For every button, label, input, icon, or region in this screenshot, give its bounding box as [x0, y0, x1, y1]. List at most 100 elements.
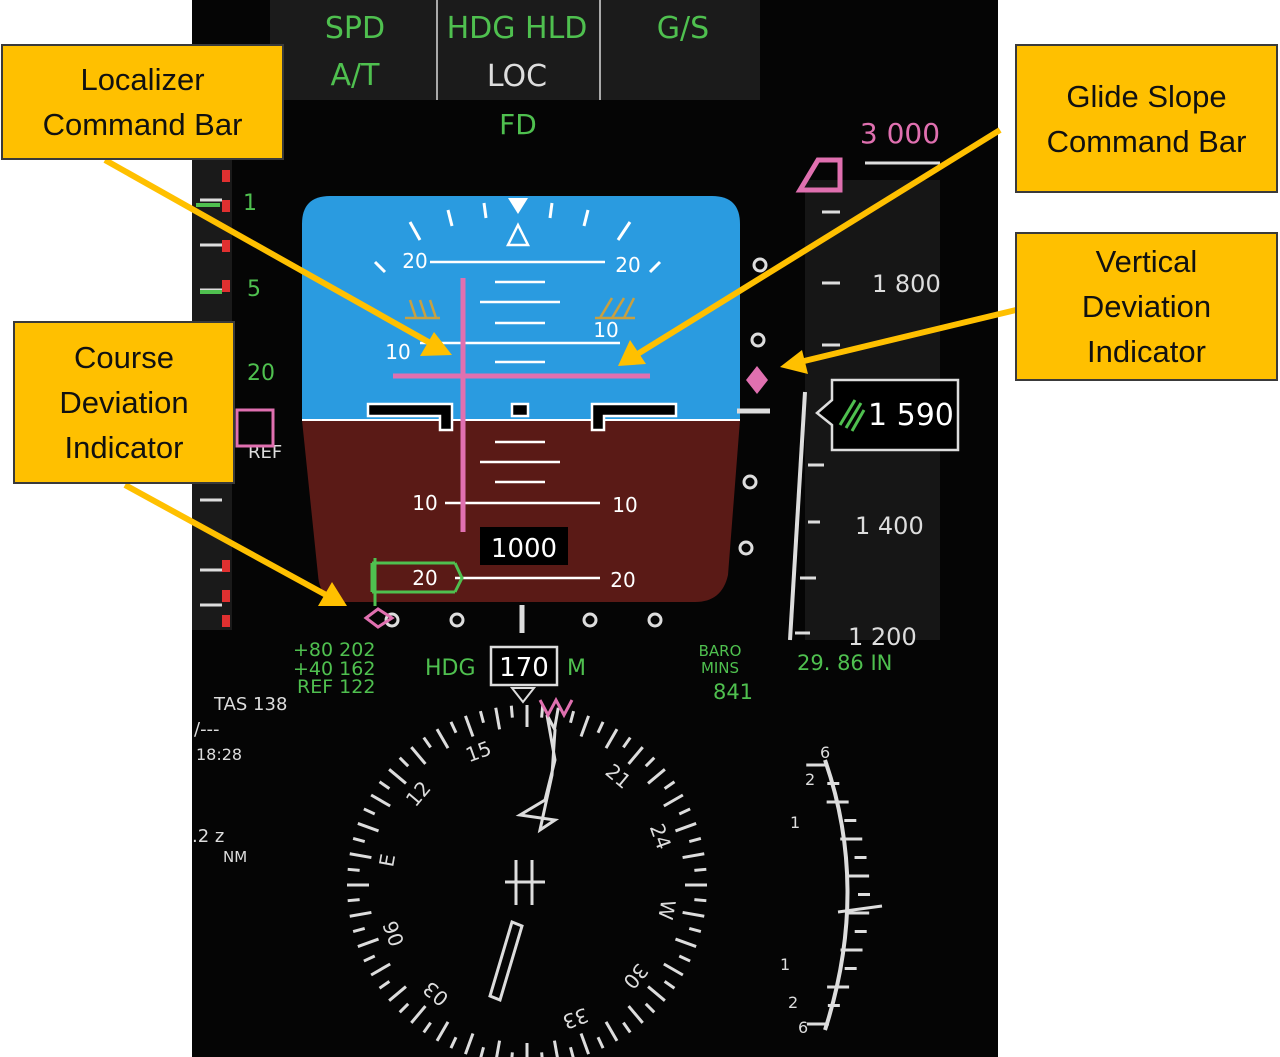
compass-tick [363, 954, 376, 963]
left-info: TAS 138 /--- 18:28 .2 z NM [192, 694, 287, 866]
compass-tick [378, 780, 391, 790]
reference-speeds: +80 202 +40 162 REF 122 [293, 639, 375, 698]
callout-course-deviation-indicator: Course Deviation Indicator [13, 321, 235, 484]
time-readout: 18:28 [196, 745, 242, 764]
compass-tick [579, 715, 590, 738]
compass-tick [349, 852, 372, 860]
pitch-label: 20 [402, 249, 427, 273]
callout-vertical-deviation-indicator: Vertical Deviation Indicator [1015, 232, 1278, 381]
fma-gs: G/S [657, 11, 709, 46]
compass-tick [622, 1021, 632, 1034]
heading-label: HDG [425, 656, 476, 681]
compass-tick [410, 1005, 427, 1024]
roll-pointer [508, 198, 528, 214]
altitude-label: 1 800 [872, 270, 941, 298]
pitch-label: 10 [612, 493, 637, 517]
callout-glide-slope-command-bar: Glide Slope Command Bar [1015, 44, 1278, 193]
roll-scale [373, 202, 662, 274]
wind-readout: /--- [194, 719, 220, 740]
compass-tick [449, 721, 458, 734]
compass-tick [647, 768, 666, 785]
arrow-course [123, 482, 330, 599]
arrow-localizer [103, 157, 434, 347]
compass-tick [552, 1040, 559, 1057]
vsi-pointer [837, 904, 883, 914]
compass-tick [678, 954, 691, 963]
arrow-glideslope [634, 127, 1002, 358]
vsi-label: 2 [788, 993, 798, 1012]
selected-altitude: 3 000 [860, 117, 940, 150]
speed-ref-80: +80 202 [293, 639, 375, 661]
course-deviation-indicator [363, 605, 663, 633]
course-pointer [515, 714, 560, 834]
compass-tick [682, 910, 705, 918]
compass-tick [569, 710, 576, 724]
compass-tick [398, 1002, 410, 1014]
compass-tick [510, 1052, 514, 1057]
altitude-label: 1 400 [855, 512, 924, 540]
callout-arrows [103, 127, 1017, 606]
compass-tick [694, 867, 707, 872]
altitude-tape: 3 000 1 800 1 400 1 200 1 590 29. 86 IN [788, 117, 960, 675]
compass-tick [604, 728, 619, 749]
compass-tick [674, 822, 697, 833]
heading-readout: HDG 170 M [425, 645, 586, 704]
fma-fd: FD [499, 108, 537, 141]
speed-ref: REF 122 [297, 676, 375, 698]
compass-tick [349, 910, 372, 918]
compass-tick [604, 1021, 619, 1042]
compass-tick [363, 807, 376, 816]
course-deviation-diamond [363, 607, 395, 629]
minimums-label: MINS [701, 659, 739, 677]
pitch-label: 20 [615, 253, 640, 277]
compass-tick [478, 710, 485, 724]
vsi-label: 2 [805, 770, 815, 789]
fma-spd: SPD [325, 11, 385, 46]
current-altitude-box [815, 378, 960, 452]
baro-setting: 29. 86 IN [797, 651, 892, 675]
sky-pointer [505, 222, 531, 247]
deviation-bar [505, 860, 545, 905]
compass-tick [494, 707, 502, 730]
compass-tick [347, 898, 360, 903]
radio-altitude-box [480, 527, 568, 565]
compass-tick [622, 736, 632, 749]
course-pointer-tail [488, 919, 524, 1003]
pitch-label: 20 [610, 568, 635, 592]
minimums-label: BARO [699, 642, 742, 660]
distance-unit: NM [223, 848, 247, 866]
compass-tick [388, 985, 407, 1002]
compass-tick [410, 746, 427, 765]
compass-label: W [653, 898, 680, 922]
compass-tick [347, 867, 360, 872]
compass-tick [663, 962, 684, 977]
altitude-bug [795, 157, 843, 193]
compass-tick [495, 1040, 502, 1057]
vsi-label: 1 [790, 813, 800, 832]
compass-tick [357, 822, 380, 833]
distance-readout: .2 z [192, 826, 224, 847]
compass-tick [540, 1052, 544, 1057]
vertical-speed-indicator: 6 2 1 1 2 6 [780, 743, 883, 1037]
compass-label: E [374, 852, 400, 869]
compass-tick [694, 898, 707, 903]
compass-tick [663, 780, 676, 790]
compass-tick [596, 721, 605, 734]
heading-bug [538, 696, 574, 719]
compass-tick [422, 736, 432, 749]
compass-tick [579, 1032, 590, 1055]
current-altitude: 1 590 [868, 398, 954, 433]
vertical-deviation-diamond [746, 366, 768, 394]
arrow-vertical [799, 307, 1017, 365]
pitch-label: 10 [385, 340, 410, 364]
flight-mode-annunciator: SPD A/T HDG HLD LOC G/S FD [270, 0, 760, 141]
pitch-ladder [420, 260, 620, 580]
pitch-limit-indicator [405, 297, 636, 320]
compass-tick [627, 1005, 644, 1024]
compass-tick [644, 1002, 656, 1014]
ground [302, 420, 740, 602]
minimums: BARO MINS 841 [699, 642, 753, 704]
callout-localizer-command-bar: Localizer Command Bar [1, 44, 284, 160]
speed-label: 20 [247, 361, 275, 386]
minimums-value: 841 [713, 680, 753, 704]
